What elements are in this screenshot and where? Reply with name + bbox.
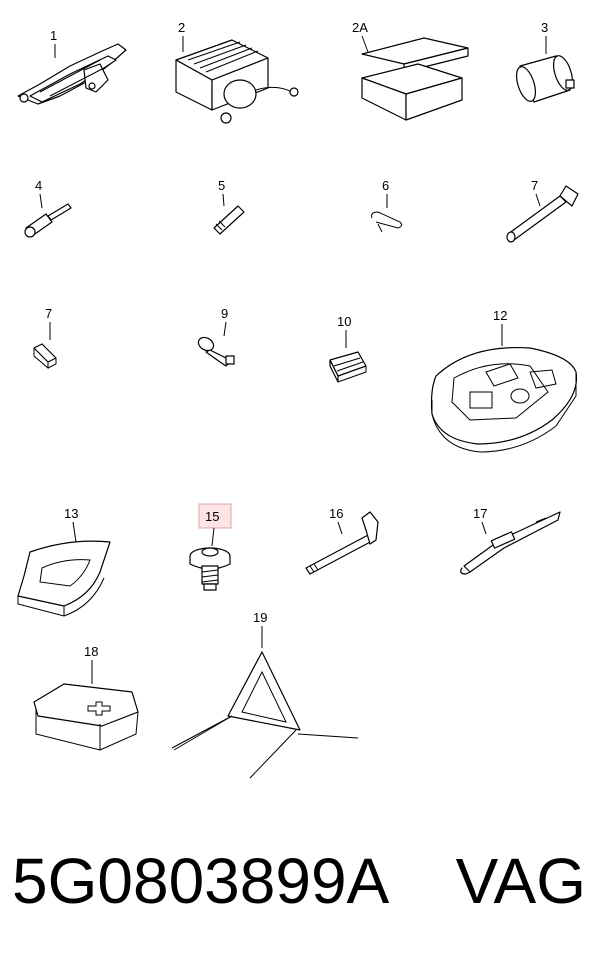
part-19-warning-triangle: 19: [171, 610, 359, 779]
part-label-13: 13: [64, 506, 78, 521]
part-label-3: 3: [541, 20, 548, 35]
part-18-first-aid-kit: 18: [33, 644, 139, 751]
part-17-hook: 17: [460, 506, 561, 575]
footer: 5G0803899A VAG: [0, 836, 600, 926]
part-1-jack: 1: [17, 28, 127, 105]
part-label-7: 7: [531, 178, 538, 193]
part-8-bracket: 7: [33, 306, 57, 370]
part-13-wedge: 13: [17, 506, 111, 617]
part-label-17: 17: [473, 506, 487, 521]
part-10-pads: 10: [329, 314, 367, 383]
part-2-compressor: 2: [175, 20, 299, 124]
part-label-2a: 2A: [352, 20, 368, 35]
part-label-9: 9: [221, 306, 228, 321]
part-label-1: 1: [50, 28, 57, 43]
part-16-wrench: 16: [305, 506, 379, 575]
part-label-6: 6: [382, 178, 389, 193]
part-3-cylinder: 3: [515, 20, 575, 103]
part-label-18: 18: [84, 644, 98, 659]
part-label-19: 19: [253, 610, 267, 625]
part-5-bolt: 5: [213, 178, 245, 235]
part-label-4: 4: [35, 178, 42, 193]
brand: VAG: [455, 845, 586, 917]
part-label-8: 7: [45, 306, 52, 321]
part-label-2: 2: [178, 20, 185, 35]
part-15-valve: 15: [189, 503, 232, 591]
part-label-5: 5: [218, 178, 225, 193]
part-12-tray: 12: [430, 308, 578, 453]
part-label-15: 15: [205, 509, 219, 524]
part-9-eyelet: 9: [197, 306, 235, 367]
parts-diagram: 1 2 2A 3: [17, 20, 579, 779]
part-number: 5G0803899A: [12, 845, 390, 917]
part-2a-box: 2A: [352, 20, 469, 121]
part-label-10: 10: [337, 314, 351, 329]
part-4-screwdriver: 4: [24, 178, 72, 238]
part-label-16: 16: [329, 506, 343, 521]
part-7-wrench: 7: [506, 178, 579, 243]
part-6-clip: 6: [371, 178, 403, 233]
part-label-12: 12: [493, 308, 507, 323]
